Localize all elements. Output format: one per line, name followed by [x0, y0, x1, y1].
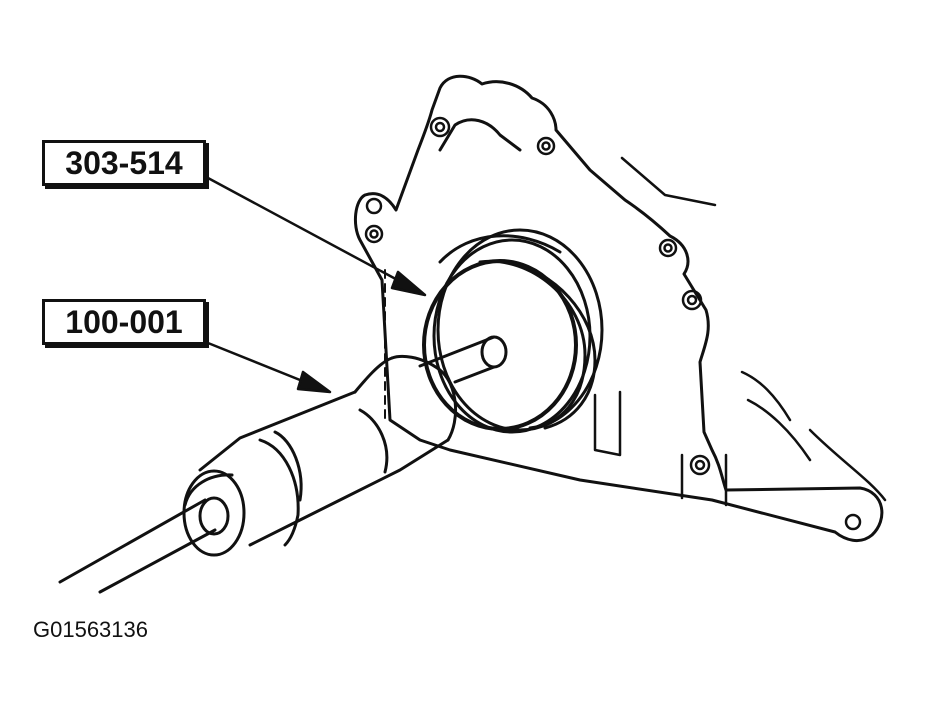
bolt-holes: [364, 116, 862, 531]
leader-303-514: [206, 176, 427, 297]
engine-block-outline: [620, 156, 887, 502]
callout-label-303-514: 303-514: [42, 140, 206, 186]
seal-installer-tool: [422, 259, 597, 431]
leader-100-001: [206, 341, 332, 394]
callout-label-100-001: 100-001: [42, 299, 206, 345]
figure-id-label: G01563136: [33, 617, 148, 642]
seal-retainer-plate: [353, 74, 884, 543]
handle-tool: [58, 335, 496, 594]
